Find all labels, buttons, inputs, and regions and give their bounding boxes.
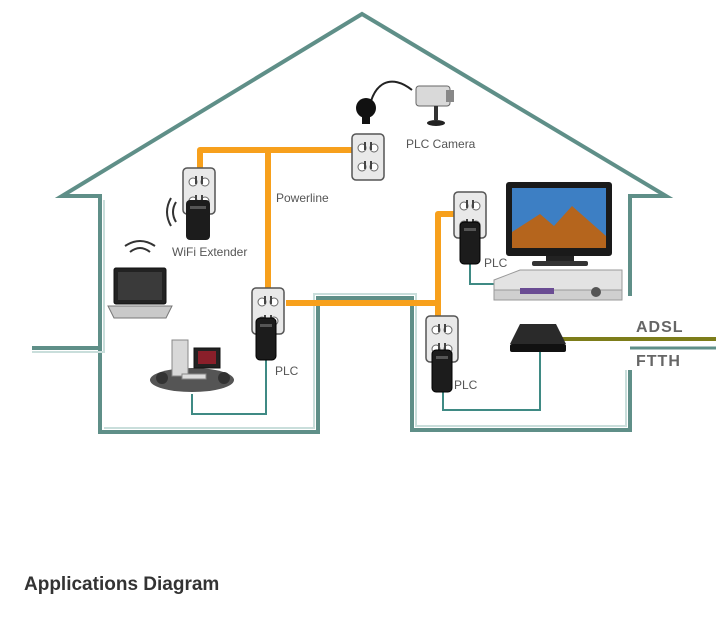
router-icon: [510, 324, 566, 352]
powerline-label: Powerline: [276, 191, 329, 205]
plc-top-right-label: PLC: [484, 256, 508, 270]
ftth-label: FTTH: [636, 353, 681, 370]
plc-camera-label: PLC Camera: [406, 137, 476, 151]
plc-left-label: PLC: [275, 364, 299, 378]
tv-icon: [506, 182, 612, 266]
ethernet-cables: [191, 262, 541, 415]
powerline-wiring: [197, 147, 458, 320]
plc-adapter-icon-bottom-right: [431, 349, 453, 393]
house-outline-inner: [32, 200, 627, 429]
laptop-icon: [107, 267, 173, 319]
wifi-icon-laptop: [124, 240, 156, 253]
wifi-extender-label: WiFi Extender: [172, 245, 247, 259]
set-top-box-icon: [493, 269, 623, 301]
plc-bottom-right-label: PLC: [454, 378, 478, 392]
desktop-pc-icon: [150, 339, 234, 392]
house-outline: [32, 11, 674, 434]
plc-adapter-icon-extender: [186, 200, 210, 240]
outlet-icon-camera: [351, 133, 385, 181]
wifi-icon-extender: [166, 197, 177, 227]
adsl-label: ADSL: [636, 319, 684, 336]
page-caption: Applications Diagram: [24, 574, 220, 595]
camera-icon: [356, 80, 454, 126]
plc-adapter-icon-left: [255, 317, 277, 361]
plc-adapter-icon-top-right: [459, 221, 481, 265]
